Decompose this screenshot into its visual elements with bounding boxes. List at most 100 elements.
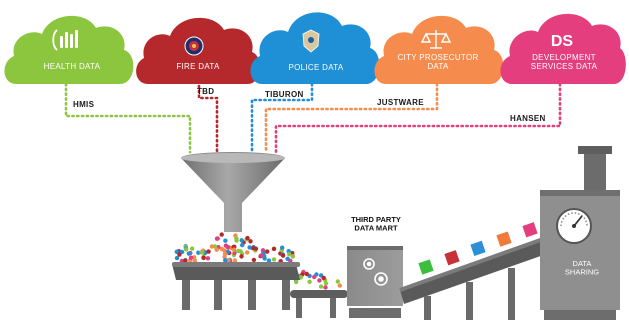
- data-dot: [212, 244, 218, 249]
- cloud-health-shape: [4, 15, 134, 85]
- connector-police: [250, 82, 314, 154]
- data-dot: [251, 257, 257, 263]
- connector-fire: [197, 84, 219, 154]
- data-dot: [239, 254, 244, 259]
- data-dot: [219, 232, 224, 237]
- data-dot: [232, 258, 238, 263]
- gears-icon: [363, 258, 388, 286]
- belt-blocks: [418, 222, 538, 275]
- belt-block: [496, 231, 512, 247]
- incline-conveyor: [399, 236, 552, 320]
- funnel: [181, 152, 285, 232]
- left-conveyor: [172, 262, 348, 318]
- data-dot: [188, 255, 194, 260]
- data-dot: [174, 249, 179, 254]
- gauge-icon: [556, 208, 592, 244]
- connector-devservices: [274, 82, 562, 154]
- data-dot: [271, 246, 277, 252]
- belt-block: [418, 259, 434, 275]
- data-dot: [321, 275, 326, 281]
- data-dot: [280, 253, 286, 258]
- data-dot: [298, 275, 304, 280]
- data-dot: [285, 256, 290, 261]
- data-dot: [253, 246, 259, 251]
- data-dot: [248, 239, 253, 244]
- data-dot: [223, 238, 228, 243]
- data-dot: [184, 247, 189, 252]
- data-dot: [290, 254, 296, 259]
- data-dot: [201, 255, 206, 260]
- data-dot: [200, 250, 205, 255]
- data-dot: [222, 251, 228, 257]
- data-dot: [215, 236, 220, 241]
- data-dot: [219, 246, 225, 252]
- cloud-devservices-shape: [500, 13, 626, 85]
- system-label-hmis: HMIS: [73, 100, 95, 109]
- system-label-tbd: TBD: [197, 87, 214, 96]
- cloud-fire-data: FIRE DATA: [136, 17, 260, 85]
- belt-block: [470, 240, 486, 257]
- data-dot: [236, 248, 241, 254]
- connector-prosecutor: [264, 82, 439, 154]
- data-dot: [271, 257, 277, 262]
- data-dot: [318, 284, 324, 289]
- data-dot: [245, 250, 250, 255]
- system-label-tiburon: TIBURON: [265, 90, 304, 99]
- cloud-health-data: HEALTH DATA: [4, 15, 134, 85]
- data-dot: [223, 258, 228, 263]
- data-dot: [265, 249, 270, 254]
- cloud-prosecutor-shape: [374, 15, 504, 85]
- data-dot: [239, 238, 244, 243]
- belt-block: [522, 222, 538, 238]
- data-dot: [280, 245, 285, 250]
- data-dot: [205, 256, 211, 261]
- cloud-label-fire: FIRE DATA: [176, 62, 220, 71]
- data-dot: [192, 255, 197, 260]
- data-dot: [266, 258, 272, 263]
- data-dot: [312, 274, 317, 280]
- belt-block: [444, 250, 460, 266]
- system-label-justware: JUSTWARE: [377, 98, 424, 107]
- data-dot: [234, 238, 239, 243]
- data-dot: [323, 281, 329, 286]
- data-dot: [317, 278, 322, 283]
- data-dot: [206, 249, 211, 254]
- system-label-hansen: HANSEN: [510, 114, 546, 123]
- data-dot: [174, 255, 180, 261]
- data-dot: [209, 244, 215, 249]
- data-dot: [294, 279, 299, 285]
- data-dot: [323, 285, 328, 290]
- data-dot: [307, 279, 312, 284]
- data-dot: [245, 235, 250, 241]
- scales-icon: [420, 30, 452, 49]
- cloud-police-data: POLICE DATA: [250, 12, 380, 85]
- police-badge-icon: [302, 29, 320, 53]
- data-dot: [183, 258, 188, 263]
- data-dot: [214, 247, 219, 252]
- data-dot: [179, 249, 185, 255]
- data-dot: [287, 252, 292, 257]
- data-dots: [174, 232, 342, 290]
- ds-monogram: DS: [551, 33, 574, 50]
- bar-chart-icon: [52, 29, 78, 51]
- connector-lines: [64, 82, 562, 154]
- data-dot: [335, 279, 340, 284]
- data-dot: [337, 283, 342, 288]
- data-dot: [189, 246, 195, 251]
- data-dot: [232, 250, 237, 256]
- data-dot: [223, 243, 229, 248]
- data-dot: [226, 257, 231, 263]
- fire-badge-icon: [184, 36, 204, 56]
- data-dot: [177, 252, 182, 257]
- cloud-label-health: HEALTH DATA: [44, 62, 101, 71]
- data-dot: [247, 245, 252, 250]
